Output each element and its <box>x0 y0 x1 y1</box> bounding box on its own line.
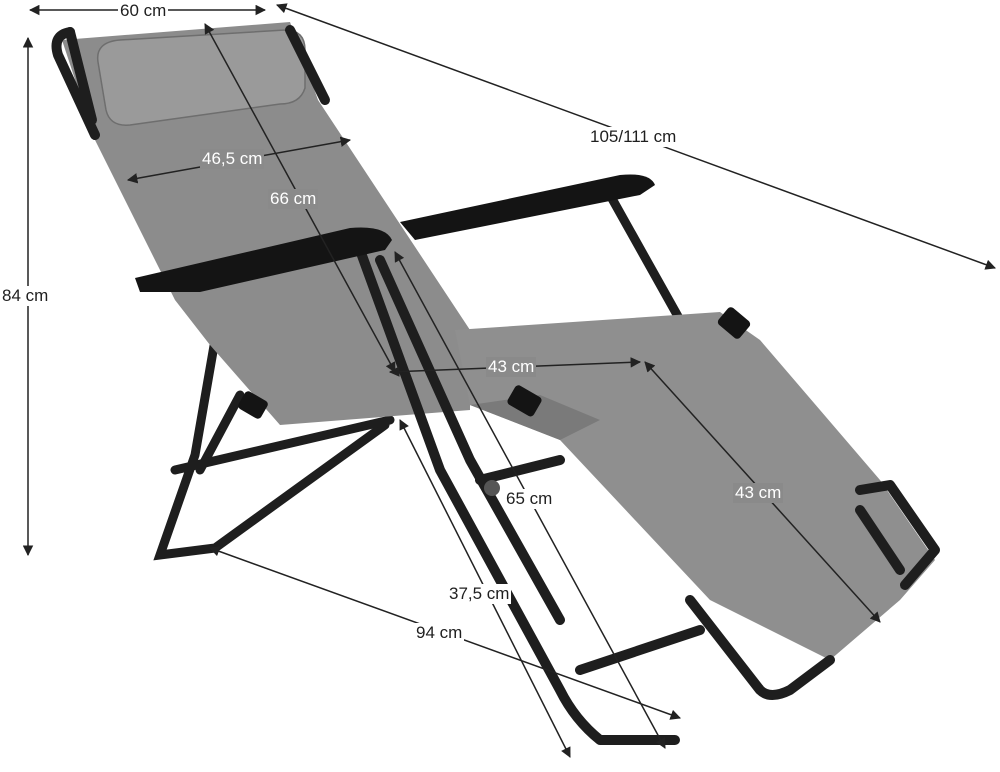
total-height-label: 84 cm <box>0 286 51 306</box>
total-length-label: 105/111 cm <box>588 127 679 147</box>
footrest-length-label: 43 cm <box>733 483 784 503</box>
base-length-label: 94 cm <box>414 623 465 643</box>
seat-height-label: 37,5 cm <box>447 584 512 604</box>
seat-width-label: 43 cm <box>486 357 537 377</box>
width-top-label: 60 cm <box>118 1 169 21</box>
backrest-length-label: 66 cm <box>268 189 319 209</box>
backrest-width-label: 46,5 cm <box>200 149 265 169</box>
seat-depth-label: 65 cm <box>504 489 555 509</box>
